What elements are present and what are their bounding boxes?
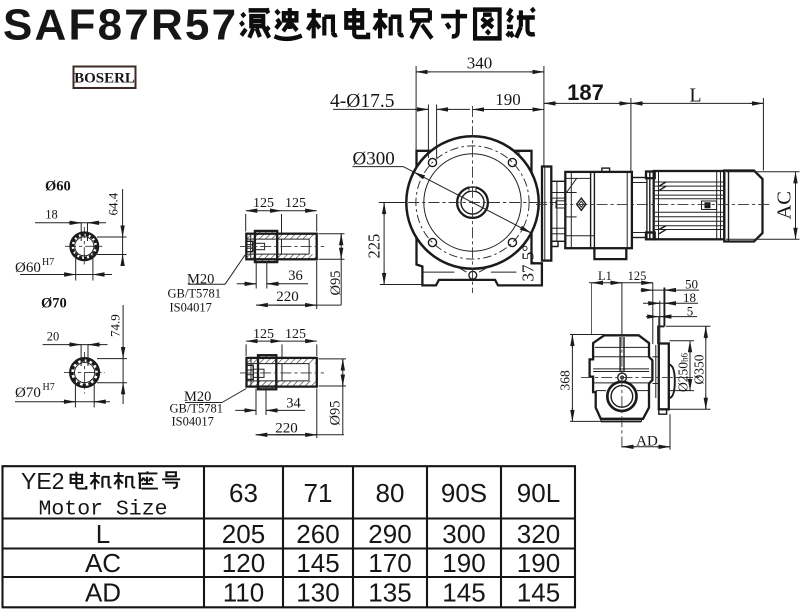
svg-text:190: 190: [495, 90, 521, 109]
svg-text:AC: AC: [774, 191, 796, 219]
svg-text:Ø60: Ø60: [45, 179, 71, 195]
svg-text:90S: 90S: [441, 478, 487, 508]
svg-text:125: 125: [628, 269, 647, 283]
svg-text:H7: H7: [42, 257, 54, 268]
svg-text:5: 5: [687, 303, 694, 318]
svg-text:340: 340: [467, 53, 493, 72]
svg-text:225: 225: [365, 234, 384, 259]
svg-text:Ø70: Ø70: [15, 385, 41, 401]
svg-text:Ø95: Ø95: [328, 401, 344, 426]
svg-text:300: 300: [442, 519, 485, 549]
svg-text:145: 145: [296, 548, 339, 578]
svg-text:260: 260: [296, 519, 339, 549]
svg-text:M20: M20: [184, 389, 211, 405]
svg-text:M20: M20: [187, 272, 214, 288]
svg-text:IS04017: IS04017: [172, 415, 214, 429]
svg-text:125: 125: [285, 327, 306, 342]
svg-text:125: 125: [253, 196, 274, 211]
svg-text:120: 120: [222, 548, 265, 578]
svg-text:187: 187: [567, 80, 604, 105]
svg-text:H7: H7: [43, 382, 55, 393]
svg-text:190: 190: [517, 548, 560, 578]
svg-text:37.5°: 37.5°: [519, 245, 538, 282]
svg-text:135: 135: [368, 578, 411, 608]
svg-text:90L: 90L: [517, 478, 560, 508]
svg-text:125: 125: [253, 327, 274, 342]
svg-text:320: 320: [517, 519, 560, 549]
svg-text:63: 63: [229, 478, 258, 508]
svg-text:SAF87R57: SAF87R57: [3, 1, 238, 50]
svg-text:125: 125: [285, 196, 306, 211]
svg-text:64.4: 64.4: [106, 192, 121, 215]
svg-text:Motor Size: Motor Size: [38, 498, 167, 522]
svg-text:AC: AC: [85, 548, 121, 578]
svg-text:170: 170: [368, 548, 411, 578]
svg-text:74.9: 74.9: [108, 314, 123, 337]
svg-text:AD: AD: [85, 578, 121, 608]
svg-text:GB/T5781: GB/T5781: [170, 402, 223, 416]
svg-text:34: 34: [286, 396, 301, 412]
svg-text:Ø70: Ø70: [41, 296, 67, 312]
svg-text:L: L: [689, 85, 701, 107]
svg-text:AD: AD: [636, 434, 658, 450]
svg-text:20: 20: [47, 330, 60, 344]
svg-text:Ø95: Ø95: [328, 271, 344, 296]
svg-text:145: 145: [517, 578, 560, 608]
svg-text:220: 220: [275, 421, 298, 437]
svg-text:290: 290: [368, 519, 411, 549]
svg-text:4-Ø17.5: 4-Ø17.5: [330, 91, 394, 112]
svg-text:L: L: [96, 519, 110, 549]
svg-text:71: 71: [304, 478, 333, 508]
svg-text:36: 36: [288, 268, 303, 284]
svg-text:50: 50: [685, 276, 698, 291]
svg-text:YE2: YE2: [21, 468, 64, 494]
svg-text:205: 205: [222, 519, 265, 549]
svg-text:130: 130: [296, 578, 339, 608]
svg-text:145: 145: [442, 578, 485, 608]
svg-text:220: 220: [276, 289, 299, 305]
svg-text:Ø60: Ø60: [15, 260, 41, 276]
svg-text:Ø250h6: Ø250h6: [676, 353, 691, 393]
svg-text:368: 368: [558, 370, 573, 391]
svg-text:18: 18: [683, 290, 696, 305]
svg-text:Ø350: Ø350: [692, 354, 707, 384]
svg-text:Ø300: Ø300: [353, 149, 395, 170]
svg-text:80: 80: [376, 478, 405, 508]
svg-text:BOSERL: BOSERL: [74, 71, 135, 87]
svg-text:18: 18: [45, 208, 58, 222]
svg-text:L1: L1: [598, 269, 612, 283]
svg-text:GB/T5781: GB/T5781: [168, 287, 221, 301]
svg-text:110: 110: [223, 578, 264, 608]
svg-text:190: 190: [442, 548, 485, 578]
svg-text:IS04017: IS04017: [170, 301, 212, 315]
